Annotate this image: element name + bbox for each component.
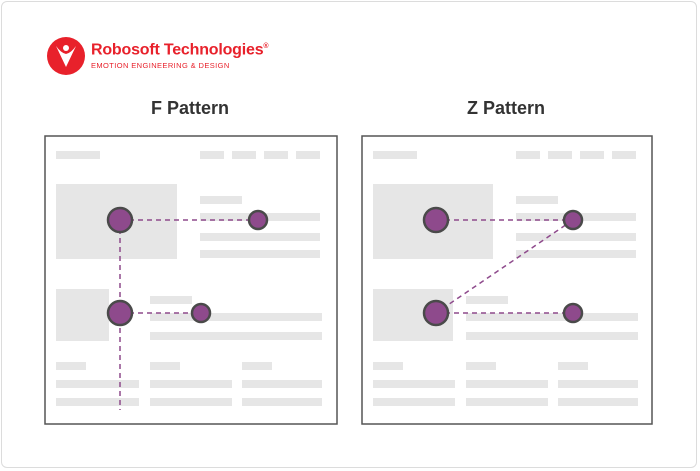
f-pattern-title: F Pattern	[150, 98, 229, 118]
placeholder-col-heading	[558, 362, 588, 370]
robosoft-logo-icon	[47, 37, 85, 75]
placeholder-line	[466, 332, 638, 340]
placeholder-line	[558, 398, 638, 406]
placeholder-line	[516, 250, 636, 258]
placeholder-line	[558, 380, 638, 388]
placeholder-nav	[612, 151, 636, 159]
gaze-point	[422, 206, 450, 234]
placeholder-line	[56, 380, 139, 388]
placeholder-line	[516, 233, 636, 241]
placeholder-heading	[200, 196, 242, 204]
placeholder-image	[56, 289, 109, 341]
placeholder-nav	[200, 151, 224, 159]
placeholder-line	[150, 313, 322, 321]
placeholder-heading	[150, 296, 192, 304]
gaze-point	[190, 302, 212, 324]
placeholder-nav	[232, 151, 256, 159]
placeholder-col-heading	[373, 362, 403, 370]
gaze-point	[422, 299, 450, 327]
placeholder-nav	[296, 151, 320, 159]
z-path-diagonal	[435, 219, 574, 314]
brand-tagline: EMOTION ENGINEERING & DESIGN	[91, 61, 230, 71]
placeholder-col-heading	[56, 362, 86, 370]
placeholder-line	[242, 398, 322, 406]
placeholder-heading	[466, 296, 508, 304]
placeholder-line	[373, 380, 455, 388]
z-pattern-panel	[361, 135, 653, 425]
robosoft-logo: Robosoft Technologies® EMOTION ENGINEERI…	[47, 37, 287, 77]
placeholder-col-heading	[150, 362, 180, 370]
brand-name: Robosoft Technologies®	[91, 41, 269, 59]
placeholder-nav	[580, 151, 604, 159]
placeholder-line	[200, 250, 320, 258]
placeholder-nav	[264, 151, 288, 159]
placeholder-line	[466, 313, 638, 321]
placeholder-heading	[516, 196, 558, 204]
placeholder-line	[466, 398, 548, 406]
placeholder-line	[200, 233, 320, 241]
gaze-point	[247, 209, 269, 231]
placeholder-line	[373, 398, 455, 406]
placeholder-logo	[373, 151, 417, 159]
placeholder-line	[56, 398, 139, 406]
f-pattern-panel	[44, 135, 338, 425]
gaze-point	[106, 299, 134, 327]
placeholder-nav	[516, 151, 540, 159]
placeholder-line	[150, 380, 232, 388]
placeholder-col-heading	[466, 362, 496, 370]
placeholder-line	[150, 332, 322, 340]
gaze-point	[562, 302, 584, 324]
placeholder-nav	[548, 151, 572, 159]
placeholder-line	[242, 380, 322, 388]
z-pattern-title: Z Pattern	[466, 98, 545, 118]
placeholder-col-heading	[242, 362, 272, 370]
gaze-point	[562, 209, 584, 231]
placeholder-line	[466, 380, 548, 388]
placeholder-logo	[56, 151, 100, 159]
gaze-point	[106, 206, 134, 234]
placeholder-line	[150, 398, 232, 406]
